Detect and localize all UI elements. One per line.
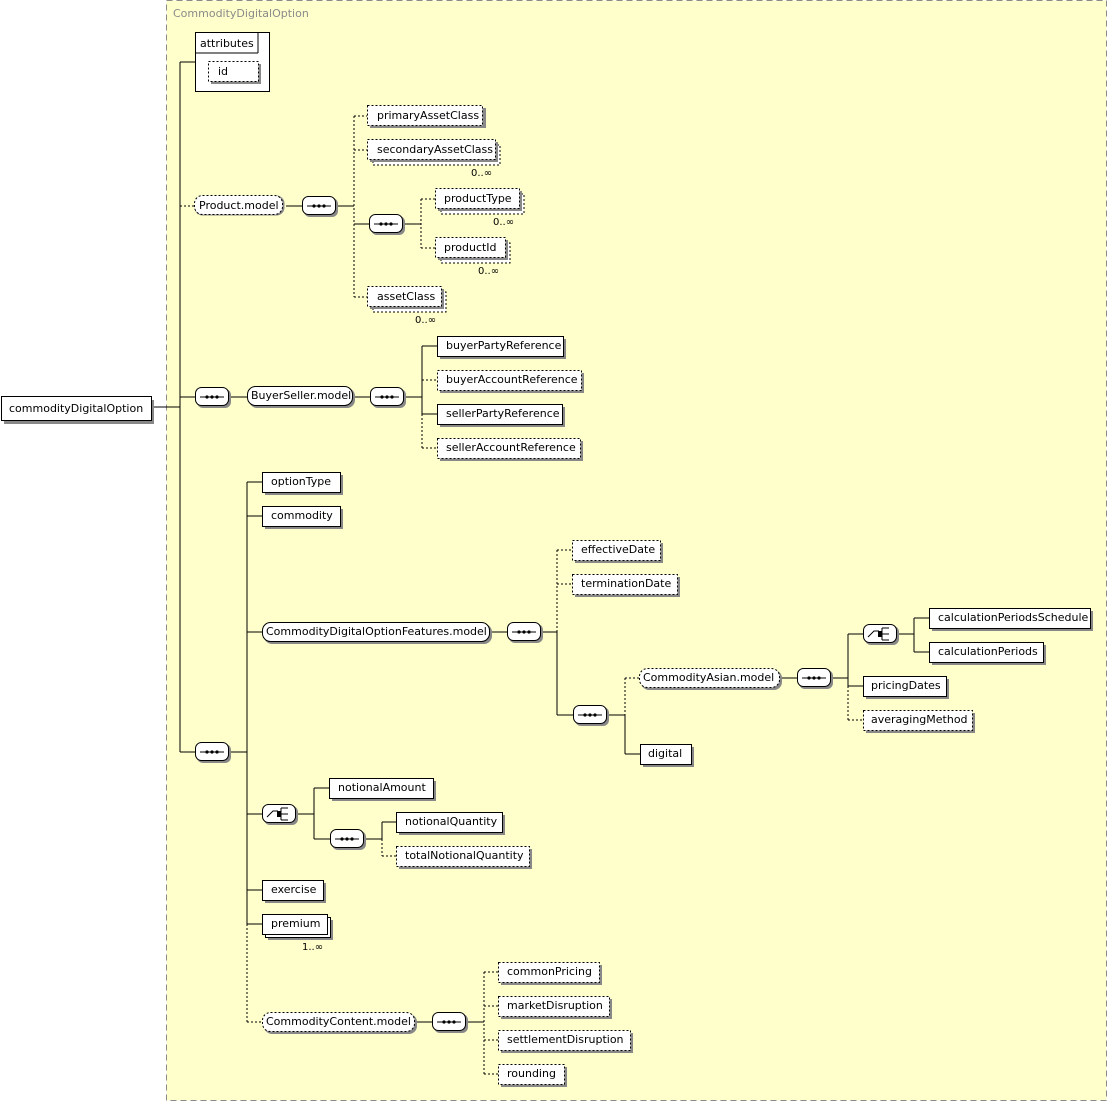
element-seller-party-reference-label: sellerPartyReference [446, 407, 560, 420]
element-notional-amount[interactable]: notionalAmount [329, 778, 437, 802]
features-model-label: CommodityDigitalOptionFeatures.model [266, 625, 487, 638]
element-primary-asset-class-label: primaryAssetClass [377, 109, 479, 122]
attributes-box[interactable]: attributes id [195, 32, 270, 92]
element-asset-class[interactable]: assetClass 0..∞ [367, 286, 447, 327]
element-pricing-dates[interactable]: pricingDates [863, 676, 950, 700]
element-market-disruption[interactable]: marketDisruption [498, 996, 613, 1020]
sequence-compositor[interactable] [573, 705, 610, 727]
element-pricing-dates-label: pricingDates [871, 679, 941, 692]
features-model-group[interactable]: CommodityDigitalOptionFeatures.model [262, 622, 493, 645]
element-seller-account-reference[interactable]: sellerAccountReference [437, 438, 584, 462]
element-total-notional-quantity[interactable]: totalNotionalQuantity [396, 846, 533, 870]
element-termination-date-label: terminationDate [581, 577, 671, 590]
type-group-title: CommodityDigitalOption [173, 7, 309, 20]
element-asset-class-label: assetClass [377, 290, 435, 303]
sequence-compositor[interactable] [195, 387, 232, 409]
element-rounding[interactable]: rounding [498, 1064, 568, 1088]
choice-compositor[interactable] [863, 624, 900, 646]
attributes-label: attributes [200, 37, 254, 50]
element-calc-periods-schedule[interactable]: calculationPeriodsSchedule [929, 608, 1094, 632]
element-market-disruption-label: marketDisruption [507, 999, 603, 1012]
buyer-seller-model-label: BuyerSeller.model [251, 389, 351, 402]
asian-model-label: CommodityAsian.model [643, 671, 774, 684]
element-settlement-disruption-label: settlementDisruption [507, 1033, 624, 1046]
cardinality: 1..∞ [302, 942, 323, 953]
element-buyer-account-reference[interactable]: buyerAccountReference [437, 370, 585, 394]
element-exercise-label: exercise [271, 883, 317, 896]
element-buyer-account-reference-label: buyerAccountReference [446, 373, 578, 386]
element-averaging-method-label: averagingMethod [871, 713, 968, 726]
element-commodity-label: commodity [271, 509, 333, 522]
element-buyer-party-reference[interactable]: buyerPartyReference [437, 336, 567, 360]
sequence-compositor[interactable] [370, 387, 407, 409]
sequence-compositor[interactable] [302, 196, 339, 218]
content-model-label: CommodityContent.model [266, 1015, 411, 1028]
cardinality: 0..∞ [471, 168, 492, 179]
element-common-pricing-label: commonPricing [507, 965, 592, 978]
element-commodity[interactable]: commodity [262, 506, 344, 530]
choice-compositor[interactable] [262, 804, 299, 826]
element-premium-label: premium [271, 917, 321, 930]
element-primary-asset-class[interactable]: primaryAssetClass [367, 105, 487, 129]
sequence-compositor[interactable] [195, 742, 232, 764]
content-model-group[interactable]: CommodityContent.model [262, 1012, 418, 1035]
element-calc-periods-schedule-label: calculationPeriodsSchedule [938, 611, 1089, 624]
element-termination-date[interactable]: terminationDate [572, 574, 681, 598]
element-product-id[interactable]: productId 0..∞ [435, 237, 511, 278]
element-secondary-asset-class-label: secondaryAssetClass [377, 143, 493, 156]
sequence-compositor[interactable] [369, 214, 406, 236]
element-seller-party-reference[interactable]: sellerPartyReference [437, 404, 566, 428]
element-common-pricing[interactable]: commonPricing [498, 962, 603, 986]
element-product-id-label: productId [444, 241, 497, 254]
element-option-type-label: optionType [271, 475, 331, 488]
sequence-compositor[interactable] [432, 1012, 469, 1034]
element-notional-quantity[interactable]: notionalQuantity [396, 812, 506, 836]
sequence-compositor[interactable] [507, 622, 544, 644]
element-product-type-label: productType [444, 192, 512, 205]
element-digital-label: digital [648, 747, 682, 760]
element-notional-quantity-label: notionalQuantity [405, 815, 498, 828]
element-secondary-asset-class[interactable]: secondaryAssetClass 0..∞ [367, 139, 501, 180]
element-product-type[interactable]: productType 0..∞ [435, 188, 525, 229]
element-effective-date[interactable]: effectiveDate [572, 540, 664, 564]
root-element[interactable]: commodityDigitalOption [1, 396, 155, 425]
root-element-label: commodityDigitalOption [9, 402, 143, 415]
buyer-seller-model-group[interactable]: BuyerSeller.model [247, 386, 356, 409]
element-digital[interactable]: digital [640, 744, 695, 768]
element-averaging-method[interactable]: averagingMethod [863, 710, 976, 734]
attribute-id: id [218, 65, 228, 78]
element-settlement-disruption[interactable]: settlementDisruption [498, 1030, 634, 1054]
element-effective-date-label: effectiveDate [581, 543, 655, 556]
element-total-notional-quantity-label: totalNotionalQuantity [405, 849, 524, 862]
element-seller-account-reference-label: sellerAccountReference [446, 441, 576, 454]
sequence-compositor[interactable] [797, 668, 834, 690]
element-exercise[interactable]: exercise [262, 880, 327, 904]
cardinality: 0..∞ [478, 266, 499, 277]
product-model-group[interactable]: Product.model [194, 195, 285, 216]
element-calc-periods[interactable]: calculationPeriods [929, 642, 1047, 666]
element-premium[interactable]: premium 1..∞ [262, 914, 334, 954]
product-model-label: Product.model [199, 199, 279, 212]
element-notional-amount-label: notionalAmount [338, 781, 426, 794]
element-rounding-label: rounding [507, 1067, 556, 1080]
element-option-type[interactable]: optionType [262, 472, 344, 496]
sequence-compositor[interactable] [330, 829, 367, 851]
element-buyer-party-reference-label: buyerPartyReference [446, 339, 562, 352]
connectors [152, 61, 929, 1075]
asian-model-group[interactable]: CommodityAsian.model [639, 668, 783, 691]
cardinality: 0..∞ [415, 315, 436, 326]
cardinality: 0..∞ [493, 217, 514, 228]
element-calc-periods-label: calculationPeriods [938, 645, 1038, 658]
